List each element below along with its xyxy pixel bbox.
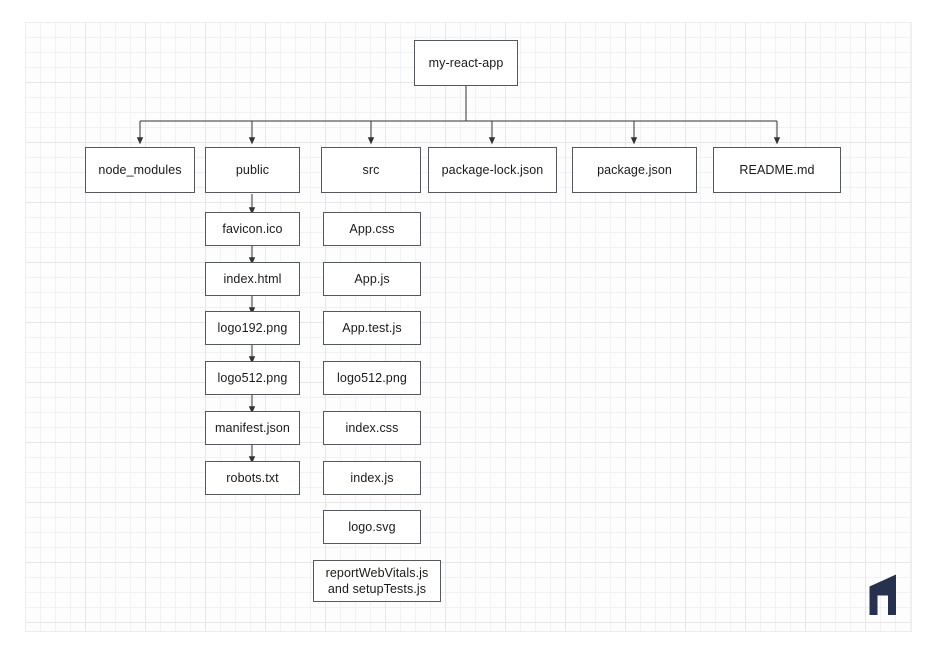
node-manifest-json[interactable]: manifest.json xyxy=(205,411,300,445)
node-my-react-app[interactable]: my-react-app xyxy=(414,40,518,86)
miro-arch-logo-icon xyxy=(869,574,896,615)
diagram-canvas[interactable] xyxy=(25,22,912,632)
node-index-css[interactable]: index.css xyxy=(323,411,421,445)
node-robots-txt[interactable]: robots.txt xyxy=(205,461,300,495)
node-src[interactable]: src xyxy=(321,147,421,193)
node-index-js[interactable]: index.js xyxy=(323,461,421,495)
node-logo192-png[interactable]: logo192.png xyxy=(205,311,300,345)
node-package-lock-json[interactable]: package-lock.json xyxy=(428,147,557,193)
node-logo512-png-public[interactable]: logo512.png xyxy=(205,361,300,395)
node-report-web-vitals-and-setup-tests[interactable]: reportWebVitals.js and setupTests.js xyxy=(313,560,441,602)
node-index-html[interactable]: index.html xyxy=(205,262,300,296)
node-readme-md[interactable]: README.md xyxy=(713,147,841,193)
node-app-css[interactable]: App.css xyxy=(323,212,421,246)
node-public[interactable]: public xyxy=(205,147,300,193)
node-logo-svg[interactable]: logo.svg xyxy=(323,510,421,544)
node-node_modules[interactable]: node_modules xyxy=(85,147,195,193)
node-logo512-png-src[interactable]: logo512.png xyxy=(323,361,421,395)
node-app-js[interactable]: App.js xyxy=(323,262,421,296)
node-package-json[interactable]: package.json xyxy=(572,147,697,193)
node-favicon-ico[interactable]: favicon.ico xyxy=(205,212,300,246)
node-app-test-js[interactable]: App.test.js xyxy=(323,311,421,345)
